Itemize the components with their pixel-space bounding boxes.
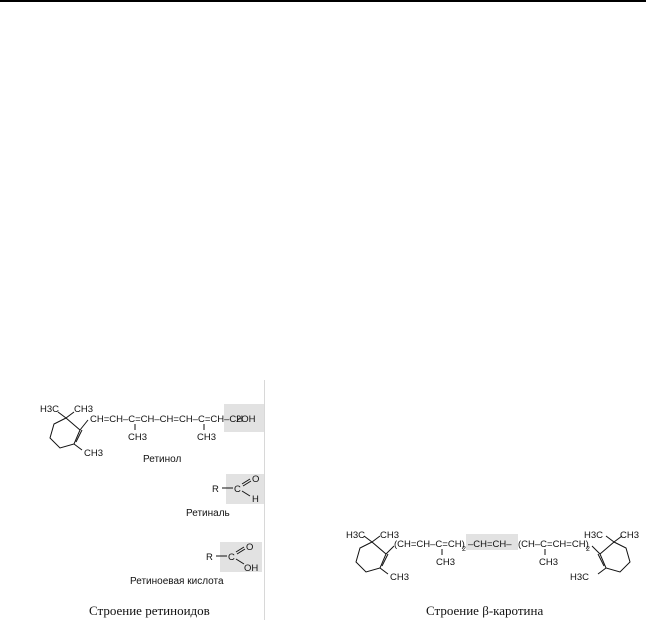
retinol-methyl-bond-1 xyxy=(57,411,67,419)
retinal-highlight xyxy=(226,474,264,504)
retinol-link-bond xyxy=(79,419,89,431)
carotene-left-ring-methyl: CH3 xyxy=(390,572,409,583)
carotene-right-ring-methyl-bond xyxy=(597,567,607,575)
retinol-methyl-ring: CH3 xyxy=(84,448,103,459)
carotene-right-methyl-bond-2 xyxy=(613,535,623,543)
retinoids-caption: Строение ретиноидов xyxy=(89,603,210,618)
carotene-chain-methyl-1: CH3 xyxy=(436,557,455,568)
retinol-ring xyxy=(49,417,81,449)
retinal-h: H xyxy=(252,494,259,505)
carotene-right-ring-double xyxy=(597,553,605,567)
carotene-right-methyl-bond-1 xyxy=(605,535,615,543)
retinoic-acid-highlight xyxy=(220,542,262,572)
retinal-label: Ретиналь xyxy=(186,508,230,519)
retinal-group: R C O H xyxy=(206,474,266,505)
carotene-chain-methyl-2: CH3 xyxy=(539,557,558,568)
carotene-chain-right: (CH–C=CH=CH) xyxy=(518,539,589,550)
carotene-right-methyl-2: CH3 xyxy=(620,530,639,541)
acid-oh-bond xyxy=(235,558,245,565)
retinol-oh-highlight xyxy=(224,404,264,432)
carotene-right-link xyxy=(591,545,601,555)
retinol-chain-methyl-1: CH3 xyxy=(128,432,147,443)
carotene-center-highlight xyxy=(466,534,518,550)
carotene-left-methyl-2: CH3 xyxy=(380,530,399,541)
acid-o-double-bond xyxy=(236,548,246,555)
retinol-oh: 2OH xyxy=(236,414,256,425)
acid-o: O xyxy=(246,542,253,553)
carotene-chain-mid: –CH=CH– xyxy=(468,539,512,550)
retinol-methyl-top-right: CH3 xyxy=(74,404,93,415)
carotene-chain-left: (CH=CH–C=CH) xyxy=(394,539,465,550)
retinol-ring-methyl-bond xyxy=(73,443,83,451)
retinol-label: Ретинол xyxy=(143,454,181,465)
retinal-h-bond xyxy=(241,490,251,497)
retinol-chain: CH=CH–C=CH–CH=CH–C=CH–CH xyxy=(90,414,243,425)
retinal-o: O xyxy=(252,474,259,485)
carotene-left-ring-double xyxy=(381,553,389,567)
beta-carotene-structure: H3C CH3 CH3 (CH=CH–C=CH) 2 –CH=CH– (CH–C… xyxy=(344,526,640,584)
column-divider xyxy=(264,380,265,620)
retinoic-acid-group: R C O OH xyxy=(200,540,264,574)
carotene-left-methyl-bond-2 xyxy=(371,535,381,543)
carotene-left-methyl-bond-1 xyxy=(363,535,373,543)
acid-o-bond xyxy=(235,546,245,553)
acid-c: C xyxy=(228,552,235,563)
carotene-right-methyl-1: H3C xyxy=(584,530,603,541)
carotene-left-methyl-1: H3C xyxy=(346,530,365,541)
carotene-right-ring xyxy=(599,541,631,573)
top-rule xyxy=(0,0,646,2)
retinol-ring-double-bond xyxy=(75,429,83,443)
retinal-label-wrap: Ретиналь xyxy=(176,506,256,520)
retinol-methyl-bond-2 xyxy=(65,411,75,419)
retinol-methyl-top-left: H3C xyxy=(40,404,59,415)
retinoic-acid-label: Ретиноевая кислота xyxy=(130,576,224,587)
retinal-o-double-bond xyxy=(242,480,252,487)
retinal-r: R xyxy=(212,484,219,495)
acid-label-wrap: Ретиноевая кислота xyxy=(130,574,260,588)
acid-r: R xyxy=(206,552,213,563)
carotene-right-ring-methyl: H3C xyxy=(570,572,589,583)
retinal-o-bond xyxy=(241,478,251,485)
retinol-chain-methyl-2: CH3 xyxy=(197,432,216,443)
carotene-caption: Строение β-каротина xyxy=(426,603,544,618)
carotene-chain-sub-right: 2 xyxy=(586,546,590,553)
carotene-left-ring-methyl-bond xyxy=(379,567,389,575)
carotene-left-link xyxy=(385,545,395,555)
carotene-chain-sub-left: 2 xyxy=(462,546,466,553)
retinol-structure: H3C CH3 CH3 CH=CH–C=CH–CH=CH–C=CH–CH 2OH… xyxy=(36,400,266,466)
carotene-left-ring xyxy=(355,541,387,573)
acid-oh: OH xyxy=(244,563,258,574)
retinal-c: C xyxy=(234,484,241,495)
